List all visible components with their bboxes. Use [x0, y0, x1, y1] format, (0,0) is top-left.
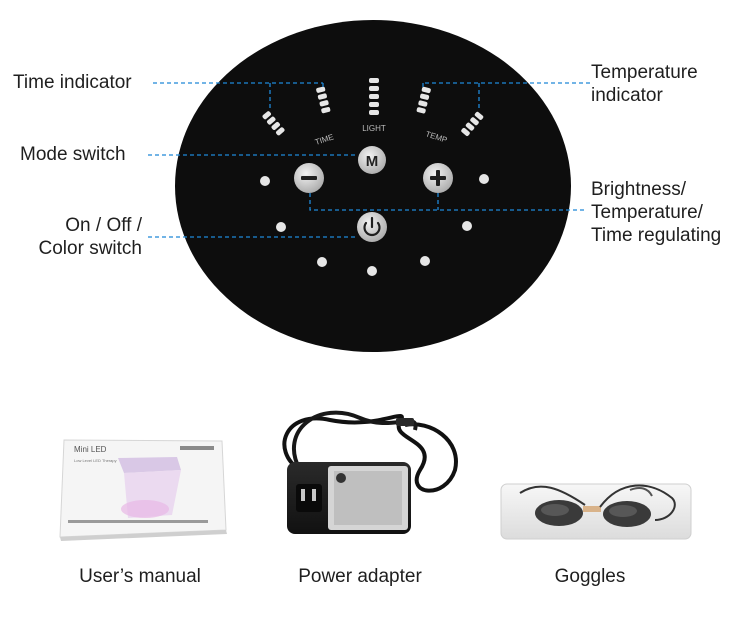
plus-button[interactable] — [423, 163, 453, 193]
manual-caption: User’s manual — [79, 566, 201, 587]
power-icon — [363, 216, 381, 237]
manual-cover-subtitle: Low Level LED Therapy — [74, 458, 117, 463]
power-button[interactable] — [357, 212, 387, 242]
time-indicator-label: Time indicator — [13, 72, 132, 93]
time-scale-icon — [262, 86, 331, 136]
led-dots — [260, 174, 489, 276]
mode-button-label: M — [366, 153, 379, 170]
temp-scale-icon — [416, 86, 484, 136]
plus-icon — [430, 170, 446, 186]
manual-image — [59, 439, 227, 541]
goggles-caption: Goggles — [554, 566, 626, 587]
temperature-indicator-label: Temperature indicator — [591, 62, 698, 106]
mode-switch-label: Mode switch — [20, 144, 126, 165]
minus-icon — [301, 176, 317, 180]
panel-body — [175, 20, 571, 352]
callout-lines — [148, 82, 590, 238]
light-scale-icon — [369, 78, 379, 115]
regulating-label: Brightness/ Temperature/ Time regulating — [591, 179, 722, 246]
adapter-caption: Power adapter — [298, 566, 422, 587]
light-scale-label: LIGHT — [362, 124, 386, 133]
manual-cover-title: Mini LED — [74, 445, 107, 454]
goggles-image — [500, 483, 692, 540]
on-off-color-switch-label: On / Off / Color switch — [38, 215, 142, 259]
mode-button[interactable]: M — [358, 146, 386, 174]
adapter-image — [282, 410, 458, 534]
minus-button[interactable] — [294, 163, 324, 193]
